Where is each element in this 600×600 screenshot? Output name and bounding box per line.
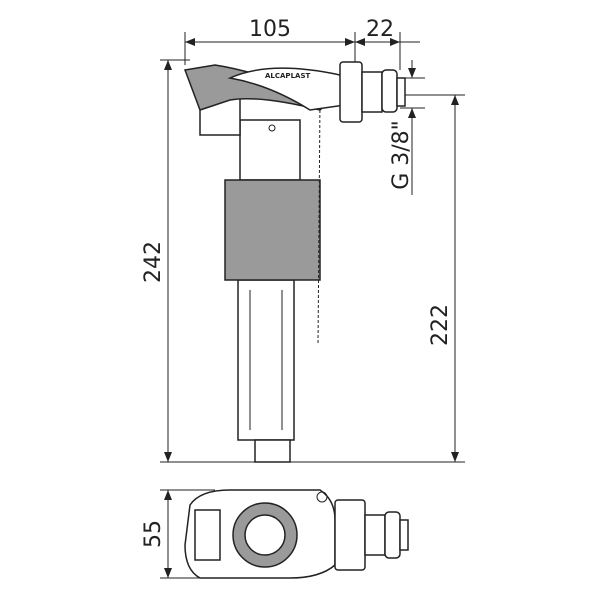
dimension-222: 222 bbox=[290, 94, 465, 463]
dimension-label-242: 242 bbox=[141, 241, 166, 283]
float bbox=[224, 179, 321, 281]
logo: ALCAPLAST bbox=[265, 72, 310, 80]
dimension-label-222: 222 bbox=[428, 304, 453, 346]
dimension-105: 105 bbox=[184, 17, 356, 70]
dimension-22: 22 bbox=[355, 17, 420, 70]
dimension-label-55: 55 bbox=[141, 520, 166, 548]
dimension-label-22: 22 bbox=[366, 17, 394, 42]
valve-side-view: ALCAPLAST bbox=[183, 61, 406, 463]
nut bbox=[339, 61, 363, 123]
dimension-label-105: 105 bbox=[249, 17, 291, 42]
valve-top-view bbox=[184, 489, 409, 579]
dimension-55: 55 bbox=[141, 489, 215, 579]
dimension-242: 242 bbox=[141, 59, 260, 463]
dimension-thread: G 3/8" bbox=[389, 60, 425, 195]
dimension-label-thread: G 3/8" bbox=[389, 120, 414, 190]
